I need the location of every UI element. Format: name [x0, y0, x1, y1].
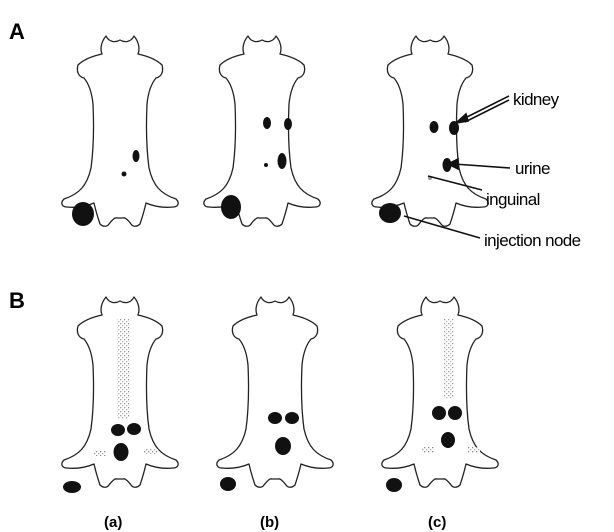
annotation-kidney: kidney — [513, 90, 560, 109]
urine-signal — [133, 150, 140, 162]
urine-signal — [278, 153, 287, 169]
mouse-b-a — [62, 297, 178, 493]
injection-node-signal — [63, 481, 81, 493]
panel-label-b: B — [9, 288, 25, 313]
bladder-signal — [114, 443, 129, 461]
kidney-signal — [111, 424, 125, 436]
lymphatic-signal — [117, 319, 129, 419]
mouse-a-c — [372, 36, 488, 226]
inguinal-signal — [264, 163, 268, 167]
lymphatic-signal — [422, 447, 434, 453]
bladder-signal — [275, 437, 291, 455]
kidney-signal — [448, 406, 462, 420]
annotation-injection-node: injection node — [484, 231, 581, 250]
caption-b: (b) — [260, 514, 279, 531]
annotation-inguinal: inguinal — [486, 190, 540, 209]
kidney-signal — [285, 412, 299, 424]
lymphatic-signal — [444, 319, 454, 399]
caption-a: (a) — [104, 514, 122, 531]
mouse-a-b — [204, 36, 320, 226]
kidney-signal — [127, 423, 141, 435]
kidney-left-signal — [430, 121, 439, 133]
mouse-a-a — [62, 36, 178, 226]
injection-node-signal — [221, 195, 241, 219]
lymphatic-signal — [94, 451, 106, 456]
kidney-signal — [268, 412, 282, 424]
kidney-right-signal — [284, 118, 292, 130]
caption-c: (c) — [428, 514, 446, 531]
bladder-signal — [441, 432, 455, 448]
panel-label-a: A — [9, 19, 25, 44]
inguinal-signal — [122, 172, 127, 177]
kidney-left-signal — [263, 117, 271, 129]
mouse-b-c — [382, 297, 498, 492]
injection-node-signal — [72, 202, 94, 226]
lymphatic-signal — [144, 449, 158, 454]
lymphatic-signal — [468, 447, 480, 453]
kidney-signal — [432, 406, 446, 420]
injection-node-signal — [220, 477, 236, 491]
injection-node-signal — [386, 478, 402, 492]
mouse-b-b — [217, 297, 333, 491]
annotation-urine: urine — [515, 159, 550, 178]
injection-node-signal — [379, 203, 401, 223]
